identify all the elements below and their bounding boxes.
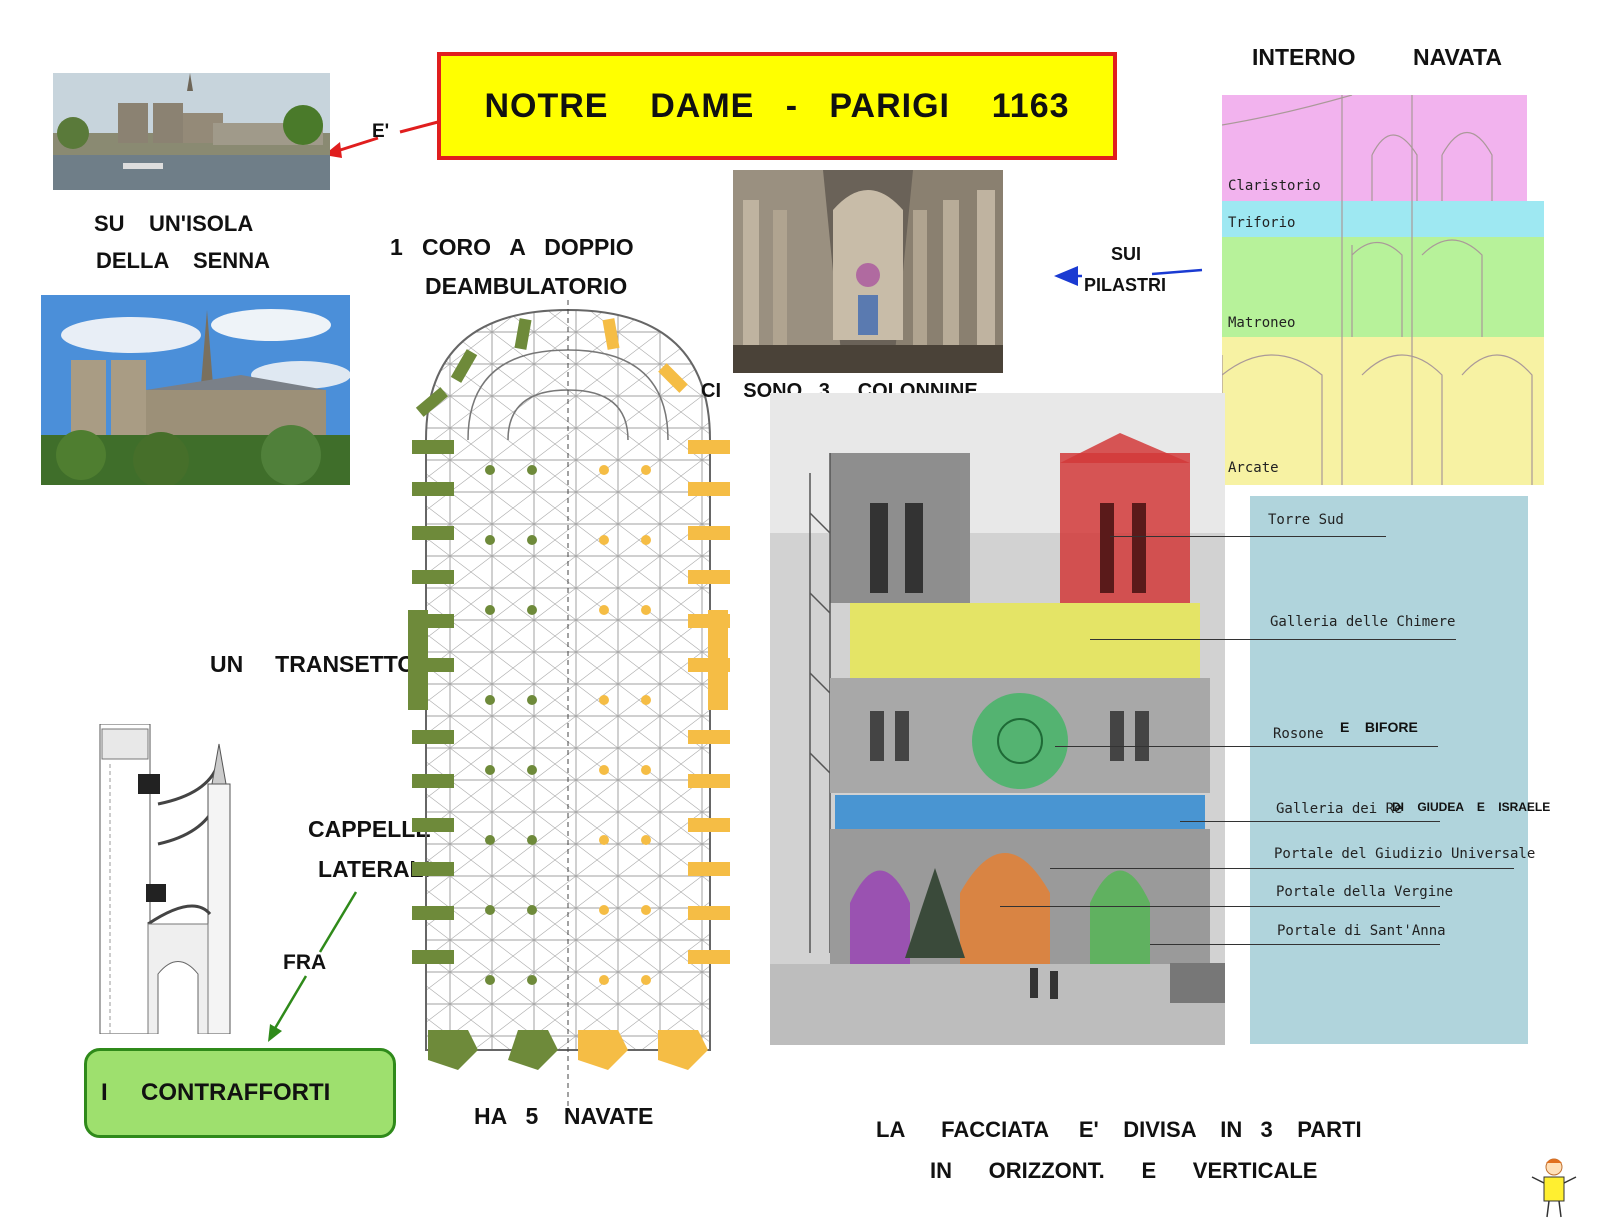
naves-label: HA 5 NAVATE bbox=[474, 1103, 654, 1129]
facade-annotation-panel bbox=[1250, 496, 1528, 1044]
choir-label-2: DEAMBULATORIO bbox=[425, 273, 628, 299]
elevation-header-right: NAVATA bbox=[1413, 44, 1503, 70]
leader-line-giudizio bbox=[1050, 868, 1514, 869]
buttresses-box: I CONTRAFFORTI bbox=[84, 1048, 396, 1138]
chapels-label-2: LATERALI bbox=[318, 856, 431, 882]
band-label-triforio: Triforio bbox=[1228, 215, 1296, 231]
ann-portale-vergine: Portale della Vergine bbox=[1276, 884, 1454, 900]
pillars-label-2: PILASTRI bbox=[1084, 275, 1167, 295]
page-title: NOTRE DAME - PARIGI 1163 bbox=[437, 52, 1117, 160]
ann-galleria-re-extra: DI GIUDEA E ISRAELE bbox=[1392, 800, 1551, 814]
leader-line-vergine bbox=[1000, 906, 1440, 907]
island-caption-2: DELLA SENNA bbox=[96, 248, 270, 273]
leader-line-re bbox=[1180, 821, 1440, 822]
ann-rosone: Rosone bbox=[1273, 726, 1324, 742]
island-photo bbox=[53, 73, 330, 190]
blue-arrow bbox=[1054, 266, 1203, 286]
floor-plan bbox=[408, 300, 730, 1106]
ann-portale-santanna: Portale di Sant'Anna bbox=[1277, 923, 1446, 939]
island-caption-1: SU UN'ISOLA bbox=[94, 211, 254, 236]
title-text: NOTRE DAME - PARIGI 1163 bbox=[484, 86, 1070, 125]
transept-label: UN TRANSETTO bbox=[210, 651, 416, 677]
ann-portale-giudizio: Portale del Giudizio Universale bbox=[1274, 846, 1536, 862]
buttresses-text: I CONTRAFFORTI bbox=[101, 1079, 331, 1106]
red-arrow bbox=[324, 120, 439, 158]
ann-galleria-chimere: Galleria delle Chimere bbox=[1270, 614, 1456, 630]
green-arrow bbox=[268, 891, 358, 1042]
band-label-claristorio: Claristorio bbox=[1228, 178, 1321, 194]
chapels-label-1: CAPPELLE bbox=[308, 816, 431, 842]
facade-caption-1: LA FACCIATA E' DIVISA IN 3 PARTI bbox=[876, 1117, 1362, 1142]
band-label-matroneo: Matroneo bbox=[1228, 315, 1296, 331]
facade-photo bbox=[770, 393, 1225, 1045]
interior-photo bbox=[733, 170, 1003, 373]
mascot-icon bbox=[1531, 1158, 1577, 1218]
buttress-section-drawing bbox=[98, 724, 250, 1034]
ann-torre-sud: Torre Sud bbox=[1268, 512, 1344, 528]
arrow-label: E' bbox=[372, 121, 390, 142]
ann-galleria-re: Galleria dei Re bbox=[1276, 801, 1403, 817]
choir-label-1: 1 CORO A DOPPIO bbox=[390, 234, 634, 260]
leader-line-rosone bbox=[1055, 746, 1438, 747]
nave-elevation-drawing: Claristorio Triforio Matroneo Arcate bbox=[1222, 95, 1544, 485]
elevation-header-left: INTERNO bbox=[1252, 44, 1356, 70]
leader-line-santanna bbox=[1150, 944, 1440, 945]
cathedral-exterior-photo bbox=[41, 295, 350, 485]
facade-caption-2: IN ORIZZONT. E VERTICALE bbox=[930, 1158, 1318, 1183]
leader-line-torre bbox=[1110, 536, 1386, 537]
leader-line-chimere bbox=[1090, 639, 1456, 640]
between-label: FRA bbox=[283, 951, 327, 974]
ann-rosone-extra: E BIFORE bbox=[1340, 719, 1418, 735]
pillars-label-1: SUI bbox=[1111, 244, 1142, 264]
band-label-arcate: Arcate bbox=[1228, 460, 1279, 476]
